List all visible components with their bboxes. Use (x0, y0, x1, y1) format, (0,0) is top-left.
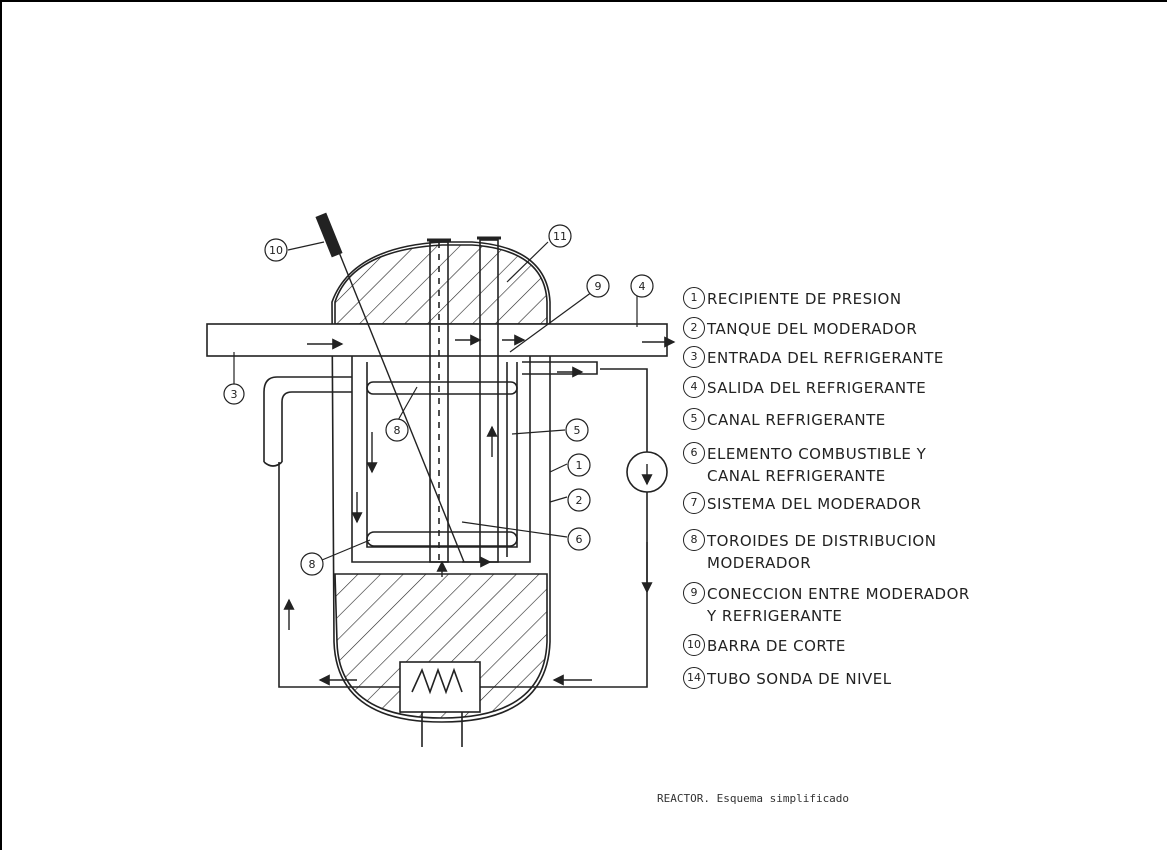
legend-text: RECIPIENTE DE PRESION (707, 290, 902, 308)
callout-label: 11 (553, 230, 567, 243)
upper-shield (334, 244, 548, 325)
legend-number: 7 (683, 492, 705, 514)
callout-label: 1 (576, 459, 583, 472)
outer-loop (522, 361, 598, 375)
legend-text: SISTEMA DEL MODERADOR (707, 495, 922, 513)
legend-text: SALIDA DEL REFRIGERANTE (707, 379, 927, 397)
legend-number: 8 (683, 529, 705, 551)
callout-label: 9 (595, 280, 602, 293)
legend-text-continued: CANAL REFRIGERANTE (707, 467, 886, 485)
moderator-loop-left (263, 376, 352, 462)
moderator-tank (351, 356, 531, 563)
pressure-vessel (331, 241, 551, 723)
control-rod (323, 214, 465, 563)
legend-number: 2 (683, 317, 705, 339)
coolant-pipe (206, 323, 668, 357)
callout-label: 8 (309, 558, 316, 571)
callout-label: 2 (576, 494, 583, 507)
callout-8-upper (385, 418, 409, 442)
callout-label: 6 (576, 533, 583, 546)
heat-exchanger (399, 661, 481, 713)
callout-1 (567, 453, 591, 477)
legend-text-continued: MODERADOR (707, 554, 812, 572)
callout-6 (567, 527, 591, 551)
legend-text: TOROIDES DE DISTRIBUCION (707, 532, 937, 550)
legend-text: CONECCION ENTRE MODERADOR (707, 585, 970, 603)
callout-3 (223, 383, 245, 405)
upper-toroid (366, 381, 518, 395)
legend-number: 1 (683, 287, 705, 309)
legend-text-continued: Y REFRIGERANTE (707, 607, 843, 625)
legend-number: 6 (683, 442, 705, 464)
legend-text: ELEMENTO COMBUSTIBLE Y (707, 445, 927, 463)
legend-number: 3 (683, 346, 705, 368)
callout-label: 4 (639, 280, 646, 293)
callout-8-lower (300, 552, 324, 576)
lower-toroid (366, 531, 518, 547)
callout-label: 8 (394, 424, 401, 437)
callout-label: 10 (269, 244, 283, 257)
legend-text: TUBO SONDA DE NIVEL (707, 670, 892, 688)
legend-text: TANQUE DEL MODERADOR (707, 320, 918, 338)
legend-number: 5 (683, 408, 705, 430)
callout-11 (548, 224, 572, 248)
legend-number: 14 (683, 667, 705, 689)
callout-10 (264, 238, 288, 262)
lower-shield (334, 573, 548, 719)
legend-text: CANAL REFRIGERANTE (707, 411, 886, 429)
callout-2 (567, 488, 591, 512)
callout-5 (565, 418, 589, 442)
figure-caption: REACTOR. Esquema simplificado (657, 792, 850, 805)
callout-9 (586, 274, 610, 298)
legend-number: 4 (683, 376, 705, 398)
callout-label: 5 (574, 424, 581, 437)
callout-4 (630, 274, 654, 298)
callout-label: 3 (231, 388, 238, 401)
legend-text: BARRA DE CORTE (707, 637, 846, 655)
legend-number: 10 (683, 634, 705, 656)
legend-number: 9 (683, 582, 705, 604)
legend-text: ENTRADA DEL REFRIGERANTE (707, 349, 944, 367)
